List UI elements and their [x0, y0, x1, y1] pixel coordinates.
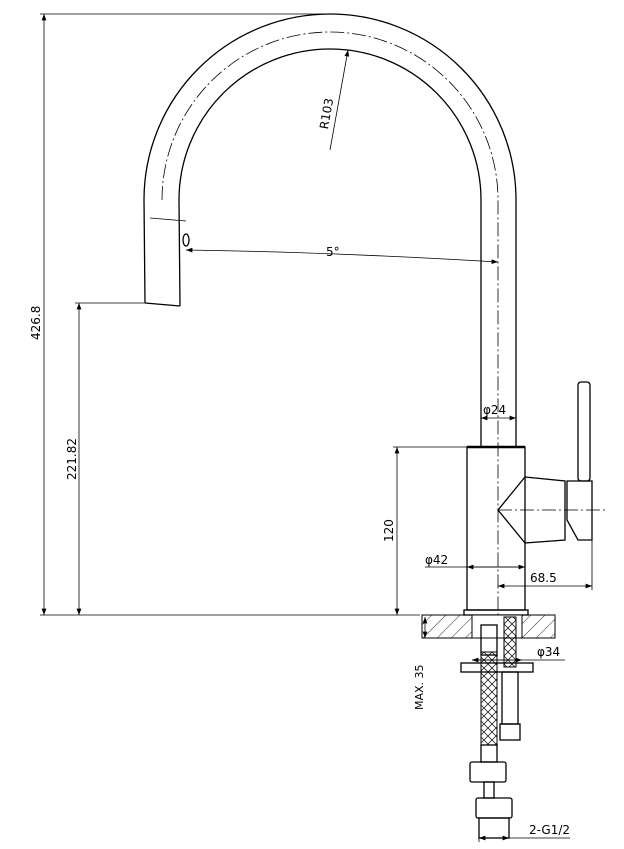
dimension-lines — [40, 13, 593, 842]
spout-gooseneck — [143, 13, 517, 640]
dim-spout-angle: 5° — [326, 245, 340, 259]
dim-total-height: 426.8 — [29, 305, 43, 340]
dim-max-thickness: MAX. 35 — [413, 664, 426, 710]
dim-mount-hole: φ34 — [537, 645, 561, 659]
dim-body-height: 120 — [382, 519, 396, 542]
dim-body-diameter: φ42 — [425, 553, 449, 567]
dim-spout-diameter: φ24 — [483, 403, 507, 417]
dim-handle-reach: 68.5 — [530, 571, 557, 585]
handle-lever — [577, 381, 591, 482]
dim-connections: 2-G1/2 — [529, 823, 571, 837]
dim-spout-height: 221.82 — [65, 438, 79, 480]
spray-button-icon — [182, 233, 190, 247]
